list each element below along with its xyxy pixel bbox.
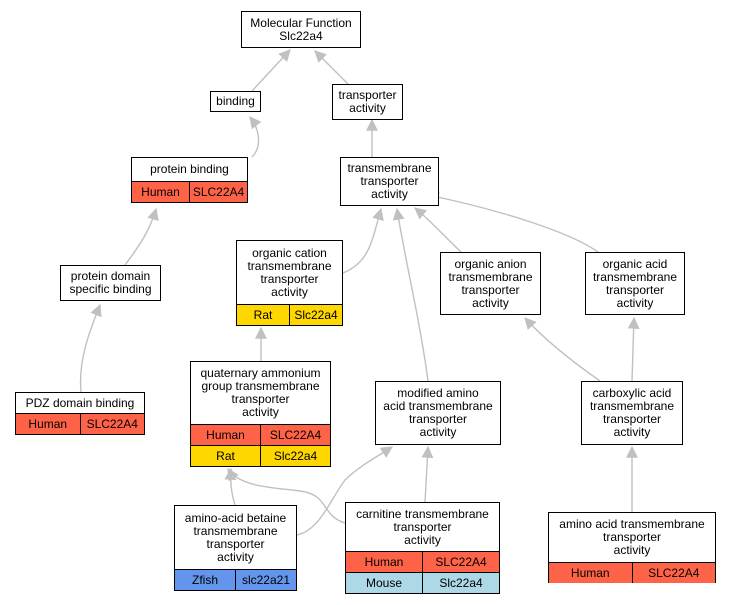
annotation-row: Human SLC22A4 bbox=[346, 551, 499, 572]
node-title: transporter activity bbox=[338, 88, 397, 115]
node-title: organic cation transmembrane transporter… bbox=[247, 245, 332, 299]
node-title: carboxylic acid transmembrane transporte… bbox=[589, 386, 675, 439]
edge-modified-amino-to-tm bbox=[392, 207, 429, 382]
node-title: protein domain specific binding bbox=[69, 269, 152, 296]
node-title: amino acid transmembrane transporter act… bbox=[559, 517, 705, 557]
edge-carnitine-to-modified-amino bbox=[421, 445, 434, 503]
edge-transporter-to-molecular-function bbox=[314, 50, 349, 85]
species-label: Human bbox=[206, 428, 245, 442]
node-amino-acid-transmembrane[interactable]: amino acid transmembrane transporter act… bbox=[548, 512, 716, 583]
species-label: Human bbox=[141, 185, 180, 199]
node-organic-cation[interactable]: organic cation transmembrane transporter… bbox=[236, 240, 343, 326]
edge-pdz-to-protein-domain bbox=[79, 303, 102, 393]
node-title: organic acid transmembrane transporter a… bbox=[592, 256, 678, 310]
gene-label: SLC22A4 bbox=[189, 182, 247, 202]
gene-label: Slc22a4 bbox=[260, 446, 330, 466]
edge-binding-to-molecular-function bbox=[251, 49, 291, 92]
species-label: Mouse bbox=[365, 576, 403, 590]
node-title: carnitine transmembrane transporter acti… bbox=[356, 506, 489, 547]
gene-label: Slc22a4 bbox=[289, 305, 342, 325]
species-label: Human bbox=[28, 417, 68, 431]
node-organic-anion[interactable]: organic anion transmembrane transporter … bbox=[440, 252, 541, 315]
node-organic-acid[interactable]: organic acid transmembrane transporter a… bbox=[585, 252, 685, 315]
gene-label: Slc22a4 bbox=[422, 573, 499, 593]
edge-betaine-to-modified-amino bbox=[296, 446, 394, 536]
edge-carboxylic-to-organic-acid bbox=[627, 316, 640, 382]
annotation-row: Human SLC22A4 bbox=[16, 413, 144, 434]
annotation-row: Human SLC22A4 bbox=[191, 424, 330, 445]
node-title: organic anion transmembrane transporter … bbox=[448, 256, 533, 310]
node-title: Molecular Function Slc22a4 bbox=[250, 15, 352, 43]
edge-protein-binding-to-binding bbox=[249, 116, 262, 158]
species-label: Rat bbox=[216, 449, 235, 463]
annotation-row: Human SLC22A4 bbox=[132, 181, 247, 202]
species-label: Rat bbox=[253, 308, 273, 322]
gene-label: SLC22A4 bbox=[422, 552, 499, 572]
node-title: quaternary ammonium group transmembrane … bbox=[200, 366, 321, 419]
node-transporter-activity[interactable]: transporter activity bbox=[332, 84, 403, 120]
edge-carboxylic-to-organic-anion bbox=[524, 317, 601, 382]
node-title: binding bbox=[216, 94, 255, 108]
annotation-row: Rat Slc22a4 bbox=[191, 445, 330, 466]
gene-label: SLC22A4 bbox=[79, 414, 145, 434]
node-title: modified amino acid transmembrane transp… bbox=[383, 386, 493, 439]
edge-organic-anion-to-tm bbox=[414, 207, 462, 253]
node-title: PDZ domain binding bbox=[25, 395, 135, 410]
annotation-row: Mouse Slc22a4 bbox=[346, 572, 499, 593]
annotation-row: Zfish slc22a21 bbox=[175, 569, 296, 590]
edge-protein-domain-to-protein-binding bbox=[124, 207, 159, 266]
node-binding[interactable]: binding bbox=[210, 91, 261, 112]
node-transmembrane-transporter-activity[interactable]: transmembrane transporter activity bbox=[340, 157, 439, 206]
node-protein-domain-specific-binding[interactable]: protein domain specific binding bbox=[60, 265, 161, 301]
gene-label: SLC22A4 bbox=[631, 563, 716, 583]
node-pdz-domain-binding[interactable]: PDZ domain binding Human SLC22A4 bbox=[15, 392, 145, 435]
gene-label: SLC22A4 bbox=[260, 425, 330, 445]
node-modified-amino-acid[interactable]: modified amino acid transmembrane transp… bbox=[375, 381, 501, 445]
edge-organic-cation-to-tm bbox=[342, 207, 384, 274]
gene-label: slc22a21 bbox=[235, 570, 296, 590]
annotation-row: Human SLC22A4 bbox=[549, 562, 715, 583]
species-label: Zfish bbox=[191, 573, 218, 587]
node-title: transmembrane transporter activity bbox=[347, 161, 432, 201]
node-molecular-function[interactable]: Molecular Function Slc22a4 bbox=[241, 11, 361, 48]
node-title: protein binding bbox=[150, 162, 229, 176]
edge-carnitine-to-quaternary bbox=[227, 467, 346, 524]
species-label: Human bbox=[570, 566, 610, 580]
species-label: Human bbox=[364, 555, 404, 569]
node-protein-binding[interactable]: protein binding Human SLC22A4 bbox=[131, 157, 248, 203]
annotation-row: Rat Slc22a4 bbox=[237, 304, 342, 325]
node-amino-acid-betaine[interactable]: amino-acid betaine transmembrane transpo… bbox=[174, 505, 297, 591]
node-title: amino-acid betaine transmembrane transpo… bbox=[184, 510, 287, 564]
node-carnitine[interactable]: carnitine transmembrane transporter acti… bbox=[345, 502, 500, 594]
node-quaternary-ammonium[interactable]: quaternary ammonium group transmembrane … bbox=[190, 361, 331, 467]
edge-organic-acid-to-tm bbox=[426, 191, 599, 253]
node-carboxylic-acid[interactable]: carboxylic acid transmembrane transporte… bbox=[581, 381, 683, 445]
